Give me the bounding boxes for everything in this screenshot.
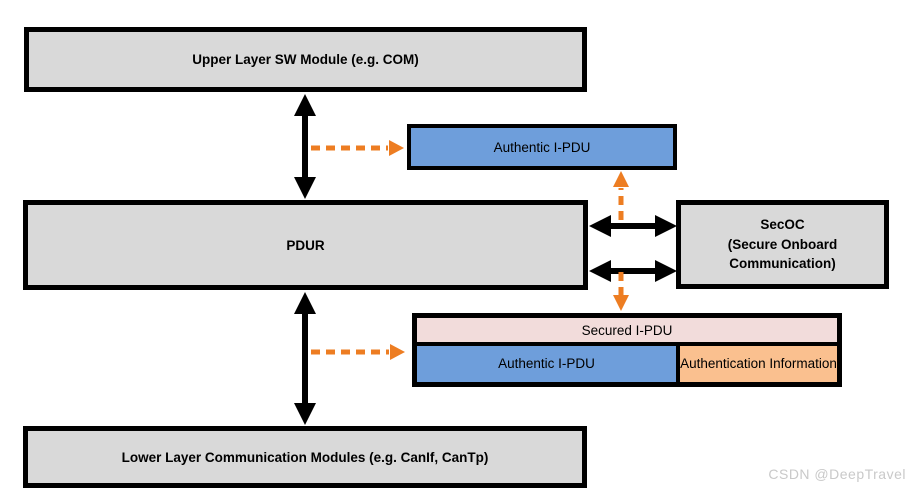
secured-authentic-ipdu-box: Authentic I-PDU bbox=[417, 346, 676, 382]
flow-arrow-up-authentic-ipdu-icon bbox=[613, 171, 629, 220]
authentic-ipdu-label: Authentic I-PDU bbox=[493, 139, 591, 155]
lower-layer-modules-box: Lower Layer Communication Modules (e.g. … bbox=[23, 426, 587, 488]
secured-ipdu-label: Secured I-PDU bbox=[581, 322, 673, 338]
secoc-label: SecOC (Secure Onboard Communication) bbox=[727, 217, 838, 272]
upper-pdur-bidirectional-arrow-icon bbox=[294, 94, 316, 199]
flow-arrow-down-secured-ipdu-icon bbox=[613, 272, 629, 311]
pdur-box: PDUR bbox=[23, 200, 588, 290]
pdur-secoc-bidirectional-arrow-top-icon bbox=[589, 215, 677, 237]
secured-ipdu-payload-row: Authentic I-PDU Authentication Informati… bbox=[417, 346, 837, 382]
secured-ipdu-group-box: Secured I-PDU Authentic I-PDU Authentica… bbox=[412, 313, 842, 387]
authentication-information-box: Authentication Information bbox=[680, 346, 837, 382]
upper-layer-sw-module-label: Upper Layer SW Module (e.g. COM) bbox=[192, 52, 419, 67]
secured-ipdu-header-bar: Secured I-PDU bbox=[417, 318, 837, 342]
pdur-label: PDUR bbox=[286, 237, 325, 253]
authentication-information-label: Authentication Information bbox=[680, 355, 837, 371]
flow-arrow-to-secured-ipdu-icon bbox=[311, 344, 405, 360]
secured-authentic-ipdu-label: Authentic I-PDU bbox=[498, 355, 595, 371]
watermark-text: CSDN @DeepTravel bbox=[768, 466, 906, 482]
authentic-ipdu-box: Authentic I-PDU bbox=[407, 124, 677, 170]
lower-layer-modules-label: Lower Layer Communication Modules (e.g. … bbox=[121, 449, 489, 465]
secoc-box: SecOC (Secure Onboard Communication) bbox=[676, 200, 889, 289]
pdur-secoc-bidirectional-arrow-bottom-icon bbox=[589, 260, 677, 282]
pdur-lower-bidirectional-arrow-icon bbox=[294, 292, 316, 425]
flow-arrow-to-authentic-ipdu-icon bbox=[311, 140, 404, 156]
upper-layer-sw-module-box: Upper Layer SW Module (e.g. COM) bbox=[24, 27, 587, 92]
